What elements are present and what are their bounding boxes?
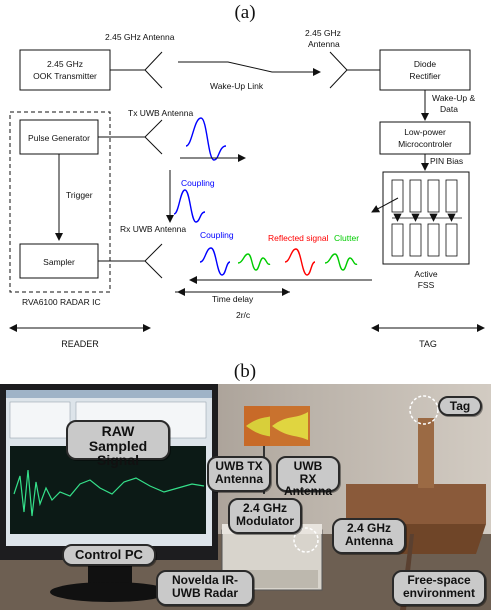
fss-reflection-arrow xyxy=(371,197,399,213)
callout-env-line1: Free-space xyxy=(407,573,471,587)
tx-antenna-label: Tx UWB Antenna xyxy=(128,108,193,118)
transmitter-label-2: OOK Transmitter xyxy=(33,71,97,81)
callout-uwb-tx: UWB TX Antenna xyxy=(207,456,271,492)
radar-ic-box xyxy=(9,111,111,293)
wakeup-data-label-2: Data xyxy=(440,104,458,114)
callout-radar-line2: UWB Radar xyxy=(171,585,238,600)
sampler-box xyxy=(19,243,99,279)
callout-modulator-line1: 2.4 GHz xyxy=(242,501,287,515)
callout-uwb-tx-line2: Antenna xyxy=(215,471,263,486)
callout-tag: Tag xyxy=(438,396,482,416)
callout-2-4ghz-antenna: 2.4 GHz Antenna xyxy=(332,518,406,554)
tx-antenna-icon xyxy=(144,119,163,155)
rectifier-label-2: Rectifier xyxy=(409,71,440,81)
callout-modulator-line2: Modulator xyxy=(236,513,294,528)
sampled-signal-trace xyxy=(13,469,205,517)
coupling-pulse xyxy=(199,247,231,276)
sampler-label: Sampler xyxy=(43,257,75,267)
callout-raw-signal-line2: Signal xyxy=(96,452,139,469)
round-trip-label: 2r/c xyxy=(236,310,251,320)
reflected-label: Reflected signal xyxy=(268,233,329,243)
callout-tag-text: Tag xyxy=(449,399,471,413)
rx-antenna-label: Rx UWB Antenna xyxy=(120,224,186,234)
tag-antenna-icon xyxy=(329,51,348,89)
time-delay-label: Time delay xyxy=(212,294,254,304)
callout-control-pc-text: Control PC xyxy=(75,547,143,562)
callout-modulator: 2.4 GHz Modulator xyxy=(228,498,302,534)
callout-raw-signal: RAW Sampled Signal xyxy=(66,420,170,468)
trigger-label: Trigger xyxy=(66,190,93,200)
fss-label-2: FSS xyxy=(418,280,435,290)
pulse-generator-label: Pulse Generator xyxy=(28,133,90,143)
reader-label: READER xyxy=(61,339,99,349)
callout-antenna-line2: Antenna xyxy=(345,533,393,548)
tag-photo xyxy=(418,418,434,488)
pin-bias-label: PIN Bias xyxy=(430,156,463,166)
transmitter-label-1: 2.45 GHz xyxy=(47,59,83,69)
callout-raw-signal-line1: RAW Sampled xyxy=(88,423,148,454)
fss-label-1: Active xyxy=(414,269,437,279)
label-a: (a) xyxy=(234,2,255,23)
tag-antenna-label-1: 2.45 GHz xyxy=(305,28,341,38)
coupling-small-label: Coupling xyxy=(181,178,215,188)
tag-label: TAG xyxy=(419,339,437,349)
callout-uwb-tx-line1: UWB TX xyxy=(215,459,263,473)
callout-antenna-line1: 2.4 GHz xyxy=(346,521,391,535)
clutter-pulse-2 xyxy=(324,253,358,271)
coupling-waveform xyxy=(173,189,206,223)
callout-free-space: Free-space environment xyxy=(392,570,486,606)
rectifier-label-1: Diode xyxy=(414,59,436,69)
callout-control-pc: Control PC xyxy=(62,544,156,566)
clutter-pulse-1 xyxy=(237,253,271,271)
plot-area xyxy=(10,446,206,534)
wakeup-link-label: Wake-Up Link xyxy=(210,81,264,91)
reader-antenna-label: 2.45 GHz Antenna xyxy=(105,32,175,42)
fss-elements xyxy=(391,179,462,257)
tag-antenna-label-2: Antenna xyxy=(308,39,340,49)
wakeup-data-label-1: Wake-Up & xyxy=(432,93,475,103)
callout-env-line2: environment xyxy=(402,585,475,600)
clutter-label: Clutter xyxy=(334,233,359,243)
setup-photo: RAW Sampled Signal UWB TX Antenna UWB RX… xyxy=(0,384,491,610)
callout-uwb-rx: UWB RX Antenna xyxy=(276,456,340,497)
callout-uwb-rx-line1: UWB RX xyxy=(293,459,323,486)
callout-novelda-radar: Novelda IR- UWB Radar xyxy=(156,570,254,606)
label-b: (b) xyxy=(234,361,256,382)
transmitter-box xyxy=(19,49,111,91)
callout-uwb-rx-line2: Antenna xyxy=(284,484,332,499)
micro-label-2: Microcontroler xyxy=(398,139,452,149)
wakeup-link-arrow xyxy=(178,61,321,76)
reflected-pulse xyxy=(284,248,316,276)
system-diagram: (a) 2.45 GHz OOK Transmitter 2.45 GHz An… xyxy=(9,2,485,382)
reader-antenna-icon xyxy=(144,51,163,89)
coupling-label: Coupling xyxy=(200,230,234,240)
tx-pulse-waveform xyxy=(185,117,227,161)
microcontroller-box xyxy=(379,121,471,155)
micro-label-1: Low-power xyxy=(404,127,446,137)
callout-radar-line1: Novelda IR- xyxy=(171,573,238,587)
rectifier-box xyxy=(379,49,471,91)
radar-ic-label: RVA6100 RADAR IC xyxy=(22,297,101,307)
rx-antenna-icon xyxy=(144,243,163,279)
